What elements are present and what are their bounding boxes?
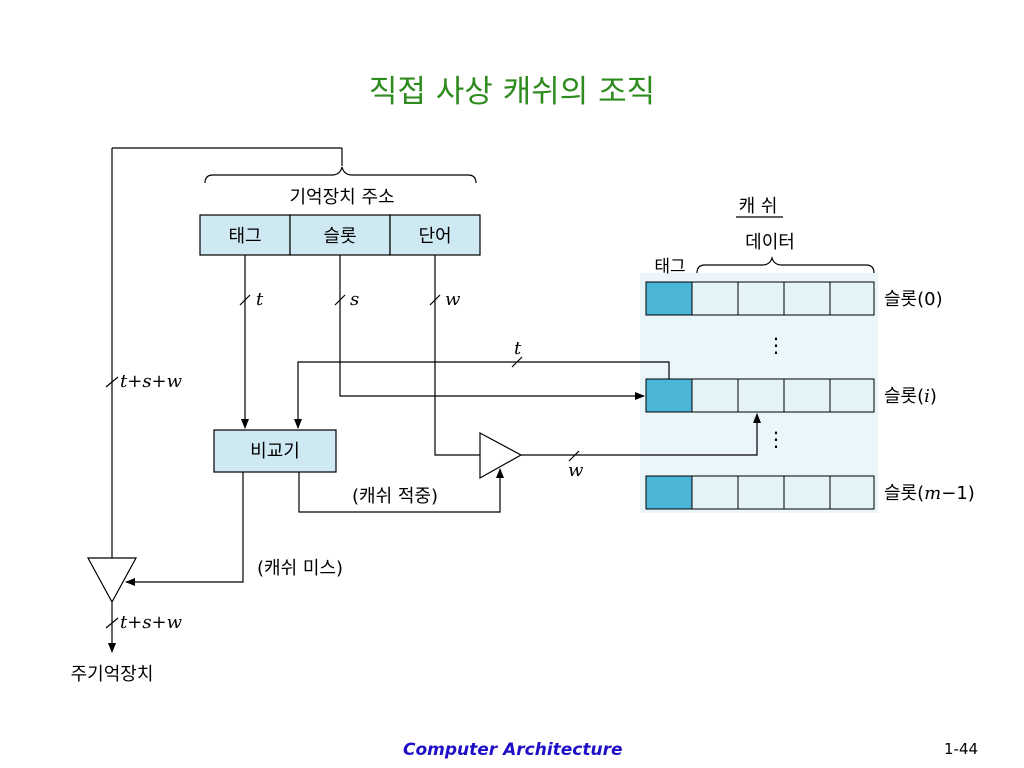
footer-course: Computer Architecture — [403, 740, 623, 760]
page-title: 직접 사상 캐쉬의 조직 — [369, 74, 655, 110]
slot-bits-label: s — [350, 289, 359, 310]
cache-tag-label: 태그 — [654, 257, 685, 277]
slot-label-0: 슬롯(0) — [884, 289, 943, 310]
data-brace — [696, 255, 875, 274]
address-brace — [204, 166, 477, 184]
word-bits-label: w — [445, 289, 461, 310]
hit-label: (캐쉬 적중) — [352, 486, 438, 507]
cache-slot-0 — [645, 281, 875, 316]
cache-label: 캐 쉬 — [739, 196, 778, 217]
cache-tag-to-comparator — [294, 361, 670, 429]
cache-slot-i — [645, 378, 875, 413]
buffer-triangle-icon — [86, 557, 138, 604]
buffer-triangle-icon — [479, 431, 523, 480]
memory-address-label: 기억장치 주소 — [289, 187, 394, 208]
miss-line — [125, 472, 244, 586]
data-to-cache — [521, 413, 761, 456]
cache-tag-bits-label: t — [514, 338, 522, 359]
slot-label-m-1: 슬롯(m−1) — [884, 483, 975, 504]
bus-slash-left — [105, 376, 119, 388]
slot-field-label: 슬롯 — [323, 226, 356, 247]
bus-label-bottom: t+s+w — [120, 612, 183, 633]
page-number: 1-44 — [944, 740, 979, 758]
comparator — [213, 429, 337, 473]
cache-slot-m-1 — [645, 475, 875, 510]
word-select-label: w — [568, 460, 584, 481]
hit-line — [298, 468, 504, 513]
word-field-label: 단어 — [418, 226, 451, 247]
ellipsis-upper: ⋮ — [766, 333, 786, 357]
slot-label-i: 슬롯(i) — [884, 386, 937, 407]
word-to-mux — [434, 255, 480, 456]
miss-label: (캐쉬 미스) — [257, 558, 343, 579]
cache-data-label: 데이터 — [745, 232, 795, 253]
tag-bits-label: t — [256, 289, 264, 310]
comparator-label: 비교기 — [250, 441, 300, 462]
ellipsis-lower: ⋮ — [766, 427, 786, 451]
word-field — [389, 214, 481, 256]
tag-field-label: 태그 — [228, 226, 261, 247]
main-memory-label: 주기억장치 — [71, 664, 154, 685]
bus-label-left: t+s+w — [120, 371, 183, 392]
address-fields — [199, 214, 481, 256]
slot-to-cache — [339, 255, 645, 400]
